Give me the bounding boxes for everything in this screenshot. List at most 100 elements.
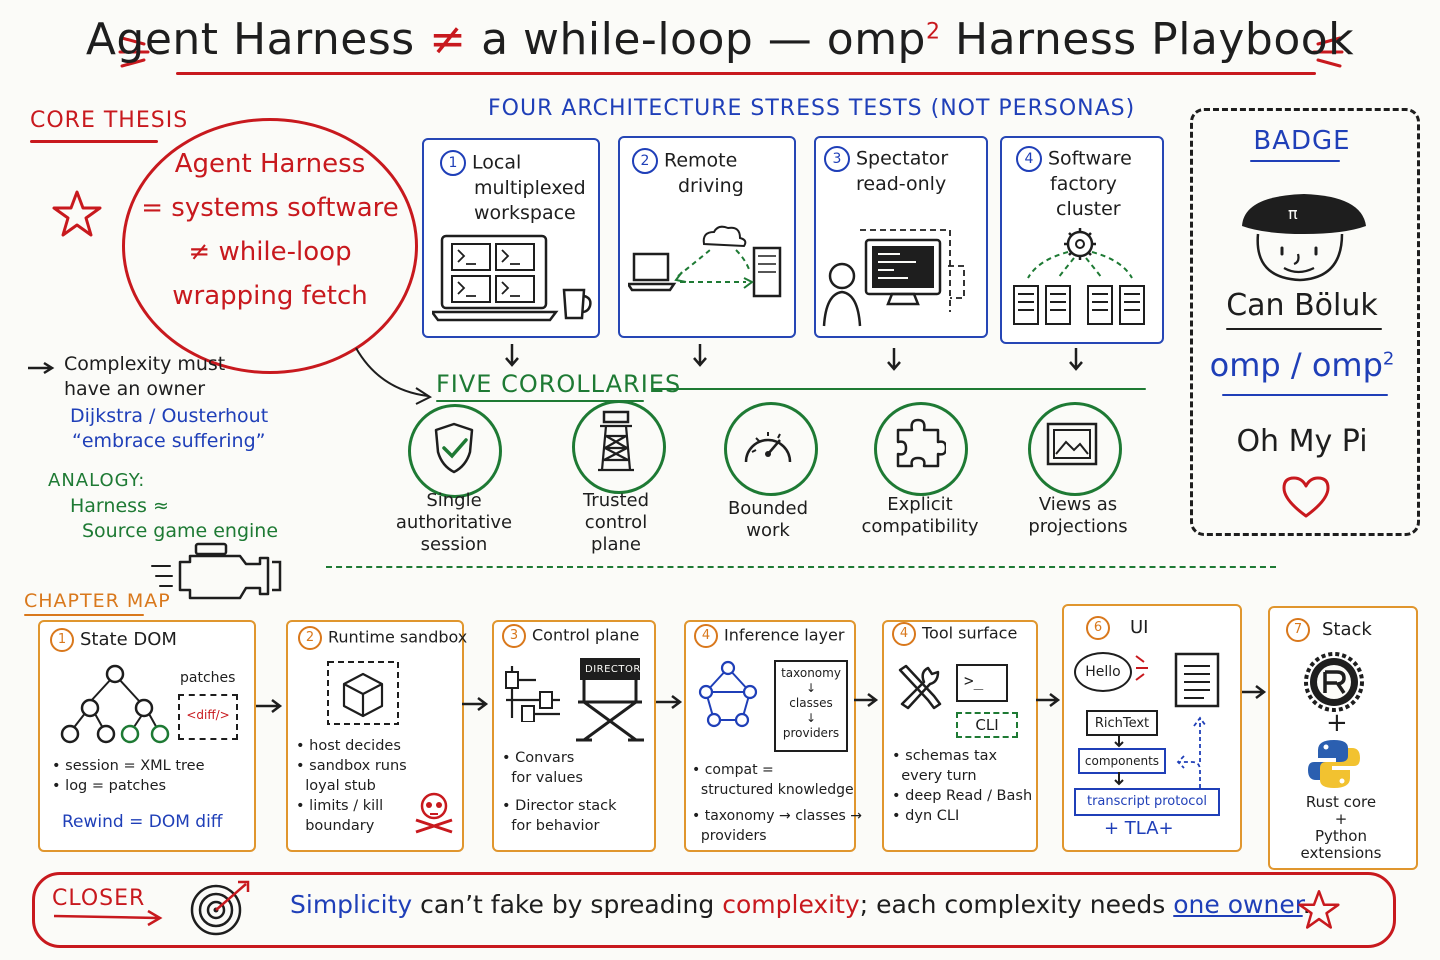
core-thesis-text: Agent Harness = systems software ≠ while… (140, 142, 400, 318)
python-logo-icon (1306, 736, 1362, 796)
title-sup: 2 (926, 19, 941, 45)
section-divider (326, 566, 1276, 568)
star-icon (52, 188, 102, 242)
chapter-map-underline (24, 614, 144, 616)
chapter-arrow-5 (1034, 690, 1062, 714)
speech-bubble-icon: Hello (1074, 652, 1132, 692)
spectator-icon (820, 222, 980, 334)
chapter-1-note: patches (180, 670, 236, 686)
chapter-3-title: 3 Control plane (502, 624, 639, 648)
stress-test-3-num: 3 (824, 146, 850, 172)
chapter-1-title-text: State DOM (80, 629, 177, 650)
stress-test-4-l1: Software (1048, 147, 1132, 170)
chapter-4-b2: structured knowledge (692, 782, 854, 798)
corollary-1-label: Single authoritative session (374, 490, 534, 556)
ui-arrow-1 (1112, 732, 1126, 752)
chapter-1-num: 1 (50, 628, 74, 652)
closer-w5: each complexity needs (876, 890, 1166, 919)
tla-label: + TLA+ (1104, 818, 1174, 839)
sliders-icon (500, 662, 564, 726)
stress-test-2-l1: Remote (664, 149, 738, 172)
terminal-prompt: >_ (964, 671, 984, 690)
gauge-icon (740, 420, 796, 474)
chapter-1-b2: • log = patches (52, 778, 167, 794)
stress-test-3-l2: read-only (856, 173, 947, 195)
chapter-1-extra: Rewind = DOM diff (62, 812, 223, 832)
page-title: Agent Harness ≠ a while-loop — omp2 Harn… (0, 14, 1440, 65)
hello-text: Hello (1085, 664, 1121, 680)
chapter-4-title-text: Inference layer (724, 625, 845, 645)
taxonomy-label: taxonomy (781, 666, 841, 680)
chapter-4-b4: providers (692, 828, 767, 844)
closer-sentence: Simplicity can’t fake by spreading compl… (290, 890, 1311, 919)
chapter-arrow-2 (460, 694, 490, 718)
chapter-2-b5: boundary (296, 818, 375, 834)
stress-test-1-l1: Local (472, 151, 522, 174)
chapter-2-b4: • limits / kill (296, 798, 384, 814)
down-arrow-2 (690, 342, 710, 372)
cli-label: CLI (956, 712, 1018, 738)
laptop-terminals-icon (429, 232, 592, 332)
director-chair-icon (570, 656, 650, 746)
classes-label: classes (789, 696, 833, 710)
title-underline (176, 72, 1316, 75)
corollary-5-label: Views as projections (998, 494, 1158, 538)
cluster-gear-icon (1008, 226, 1154, 334)
badge-name-underline (1226, 328, 1382, 330)
chapter-3-num: 3 (502, 624, 526, 648)
providers-label: providers (782, 726, 840, 740)
chapter-4-b3: • taxonomy → classes → (692, 808, 863, 824)
transcript-protocol-label: transcript protocol (1086, 794, 1208, 809)
badge-handle-underline (1222, 394, 1388, 396)
title-prefix: Agent Harness (85, 14, 415, 65)
badge-name: Can Böluk (1226, 288, 1378, 323)
chapter-5-b2: every turn (892, 768, 977, 784)
refs-line1: Dijkstra / Ousterhout (70, 405, 269, 427)
complexity-note: Complexity must have an owner (64, 352, 225, 402)
corollary-2-l2: control (584, 512, 648, 533)
corollary-1-l1: Single (426, 490, 482, 511)
core-thesis-line1: Agent Harness (174, 149, 366, 179)
chapter-arrow-1 (254, 696, 284, 720)
closer-w4: ; (859, 890, 869, 919)
closer-label: CLOSER (52, 886, 146, 911)
complexity-line1: Complexity must (64, 353, 226, 375)
chapter-3-b4: for behavior (502, 818, 600, 834)
badge-heading-underline (1250, 160, 1340, 162)
chapter-2-b1: • host decides (296, 738, 401, 754)
chapter-3-b3: • Director stack (502, 798, 617, 814)
complexity-line2: have an owner (64, 378, 206, 400)
heart-icon (1280, 474, 1332, 524)
chapter-arrow-6 (1240, 682, 1268, 706)
taxonomy-arrow-1: ↓ (805, 681, 817, 695)
corollary-3-circle (724, 402, 818, 496)
stack-plus: + (1326, 708, 1348, 738)
chapter-5-title-text: Tool surface (922, 623, 1018, 643)
chapter-6-num: 6 (1086, 616, 1110, 640)
chapter-7-title-text: Stack (1322, 619, 1372, 640)
corollary-2-l3: plane (591, 534, 641, 555)
corollary-1-l2: authoritative (395, 512, 513, 533)
rust-logo-icon (1304, 652, 1364, 716)
tree-icon (60, 664, 170, 748)
closer-w3: complexity (722, 890, 860, 919)
stress-test-4-num: 4 (1016, 146, 1042, 172)
avatar (1234, 186, 1374, 290)
director-chair-label: DIRECTOR (585, 664, 641, 675)
analogy-line1: Harness ≈ (70, 495, 169, 517)
chapter-1-title: 1 State DOM (50, 628, 177, 652)
corollary-2-circle (572, 400, 666, 494)
chapter-3-title-text: Control plane (532, 625, 640, 645)
closer-w2: can’t fake by spreading (420, 890, 715, 919)
richtext-box: RichText (1086, 710, 1158, 736)
corollary-4-circle (874, 402, 968, 496)
core-thesis-line3: ≠ while-loop (188, 237, 352, 267)
badge-handle: omp / omp2 (1190, 346, 1414, 384)
chapter-5-b1: • schemas tax (892, 748, 998, 764)
chapter-2-title-text: Runtime sandbox (328, 627, 468, 647)
